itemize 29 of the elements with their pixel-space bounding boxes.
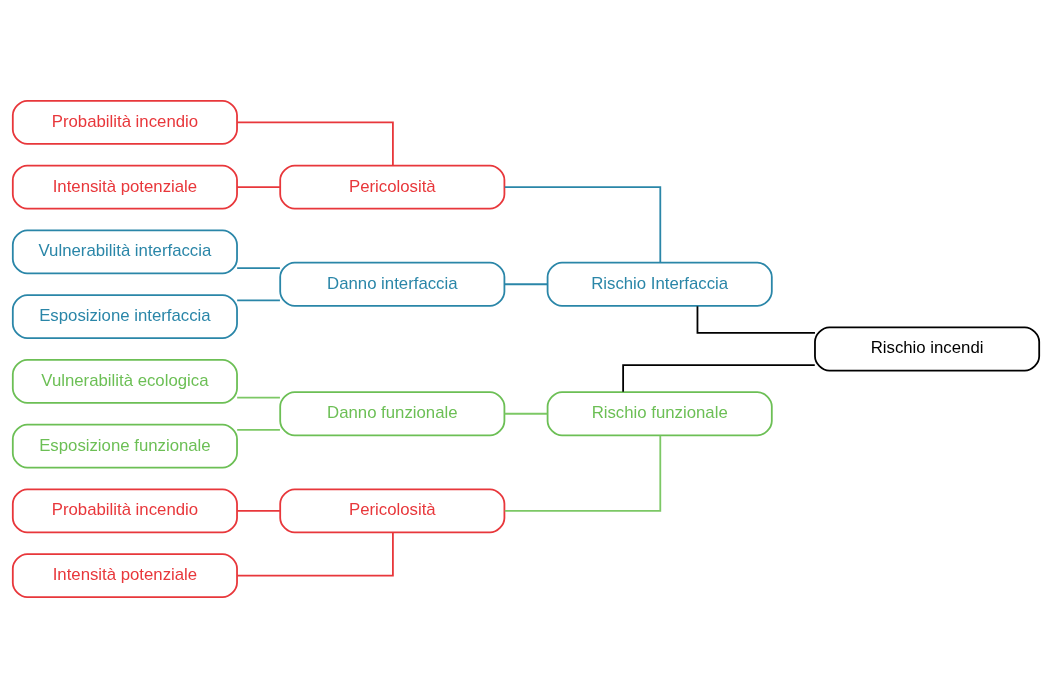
connector bbox=[236, 266, 281, 269]
connector bbox=[236, 428, 281, 431]
connector bbox=[503, 282, 549, 285]
connector bbox=[236, 299, 281, 301]
node-box: Esposizione funzionale bbox=[11, 423, 238, 469]
connector bbox=[503, 434, 662, 512]
connector bbox=[503, 412, 549, 415]
node-box: Danno interfaccia bbox=[279, 261, 506, 307]
node-box: Probabilità incendio bbox=[11, 99, 238, 145]
connector bbox=[503, 185, 662, 263]
connector bbox=[622, 363, 816, 393]
node-box: Rischio Interfaccia bbox=[546, 261, 773, 307]
node-box: Vulnerabilità interfaccia bbox=[11, 228, 238, 274]
connector bbox=[236, 185, 281, 188]
connector bbox=[236, 509, 281, 512]
node-box: Danno funzionale bbox=[279, 390, 506, 436]
node-box: Intensità potenziale bbox=[11, 164, 238, 210]
node-box: Intensità potenziale bbox=[11, 552, 238, 598]
node-box: Pericolosità bbox=[279, 164, 506, 210]
connector bbox=[236, 120, 394, 166]
node-box: Rischio funzionale bbox=[546, 390, 773, 436]
node-box: Probabilità incendio bbox=[11, 487, 238, 533]
node-box: Vulnerabilità ecologica bbox=[11, 358, 238, 404]
connector bbox=[696, 304, 816, 334]
connector bbox=[236, 396, 281, 398]
node-box: Pericolosità bbox=[279, 487, 506, 533]
node-box: Esposizione interfaccia bbox=[11, 293, 238, 339]
node-box: Rischio incendi bbox=[814, 326, 1041, 371]
connector bbox=[236, 531, 394, 576]
